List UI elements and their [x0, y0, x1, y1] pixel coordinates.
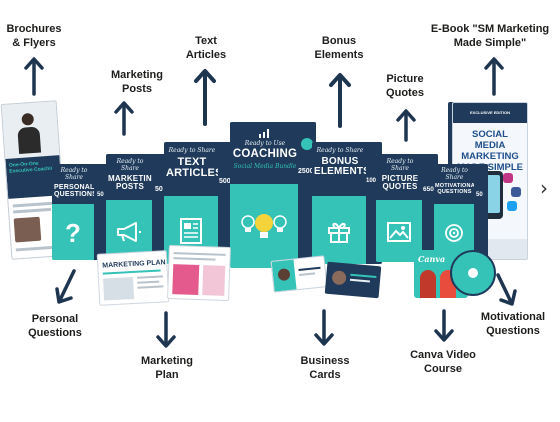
motivation-icon — [445, 224, 463, 242]
arrow-ebook — [484, 57, 504, 96]
label-personal-questions: Personal Questions — [28, 313, 82, 339]
label-canva-course: Canva Video Course — [410, 349, 476, 375]
box-coaching-title: COACHING — [232, 148, 298, 160]
label-ebook: E-Book "SM Marketing Made Simple" — [430, 23, 550, 49]
box-bonus-script: Ready to Share — [316, 147, 364, 154]
facebook-icon — [511, 187, 521, 197]
twitter-icon — [507, 201, 517, 211]
box-bonus-elements: Ready to Share BONUS ELEMENTS 1000 — [312, 142, 382, 264]
box-text-articles: Ready to Share TEXT ARTICLES 500 — [164, 142, 234, 264]
box-posts-count: 50 — [155, 186, 163, 193]
box-articles-script: Ready to Share — [168, 147, 216, 154]
box-articles-title: TEXT ARTICLES — [166, 156, 223, 179]
lightbulb-icon — [241, 214, 287, 238]
business-card-1 — [270, 255, 328, 293]
arrow-motivational-questions — [496, 273, 517, 306]
brochure-person — [16, 112, 42, 154]
box-personal-script: Ready to Share — [60, 167, 88, 181]
label-marketing-plan: Marketing Plan — [141, 355, 193, 381]
arrow-personal-questions — [55, 269, 76, 304]
ebook-badge: EXCLUSIVE EDITION — [469, 110, 510, 115]
chevron-right-icon[interactable]: › — [540, 176, 548, 200]
coaching-badge — [301, 138, 313, 150]
box-quotes-title: PICTURE QUOTES — [381, 174, 419, 191]
arrow-canva-course — [434, 309, 454, 342]
question-icon: ? — [65, 217, 81, 248]
business-card-2 — [324, 261, 382, 299]
marketing-plan-title: MARKETING PLAN — [102, 259, 166, 270]
box-quotes-count: 650 — [423, 186, 434, 193]
label-motivational-questions: Motivational Questions — [480, 311, 546, 337]
canva-disc — [450, 250, 496, 296]
label-business-cards: Business Cards — [300, 355, 350, 381]
box-coaching: Ready to Use COACHING Social Media Bundl… — [230, 122, 316, 268]
label-brochures: Brochures & Flyers — [6, 23, 62, 49]
box-posts-title: MARKETING POSTS — [108, 174, 159, 191]
box-bonus-count: 1000 — [366, 178, 380, 184]
canva-logo: Canva — [418, 254, 446, 264]
box-posts-script: Ready to Share — [116, 158, 144, 172]
label-picture-quotes: Picture Quotes — [386, 73, 424, 99]
arrow-business-cards — [314, 309, 334, 346]
box-motivational-script: Ready to Share — [441, 167, 468, 181]
marketing-plan-page — [167, 244, 231, 302]
chart-icon — [259, 129, 269, 138]
arrow-text-articles — [194, 69, 216, 126]
box-personal-title: PERSONAL QUESTIONS — [54, 184, 98, 198]
arrow-marketing-posts — [114, 101, 134, 136]
box-motivational-count: 50 — [476, 192, 483, 198]
megaphone-icon — [117, 222, 141, 242]
box-coaching-script: Ready to Use — [244, 140, 286, 147]
box-bonus-title: BONUS ELEMENTS — [314, 156, 371, 177]
box-motivational-title: MOTIVATIONAL QUESTIONS — [435, 183, 479, 195]
box-articles-count: 500 — [219, 178, 231, 185]
marketing-plan-doc: MARKETING PLAN — [96, 250, 170, 306]
arrow-picture-quotes — [396, 109, 416, 142]
box-coaching-subtitle: Social Media Bundle — [233, 162, 297, 170]
box-picture-quotes: Ready to Share PICTURE QUOTES 650 — [376, 154, 438, 262]
box-quotes-script: Ready to Share — [386, 158, 414, 172]
brochure-title: One-On-One Executive Coaching — [8, 160, 57, 175]
article-icon — [180, 218, 202, 244]
label-bonus-elements: Bonus Elements — [314, 35, 364, 61]
label-text-articles: Text Articles — [185, 35, 227, 61]
box-marketing-posts: Ready to Share MARKETING POSTS 50 — [106, 154, 168, 262]
box-coaching-count: 2500 — [298, 168, 314, 175]
instagram-icon — [503, 173, 513, 183]
image-icon — [387, 222, 411, 242]
arrow-bonus-elements — [329, 73, 351, 128]
label-marketing-posts: Marketing Posts — [111, 69, 163, 95]
box-motivational-questions: Ready to Share MOTIVATIONAL QUESTIONS 50 — [434, 164, 488, 260]
arrow-brochures — [24, 57, 44, 96]
arrow-marketing-plan — [156, 311, 176, 348]
gift-icon — [328, 222, 350, 243]
box-personal-questions: Ready to Share PERSONAL QUESTIONS 50 ? — [52, 164, 110, 260]
box-personal-count: 50 — [97, 192, 104, 198]
